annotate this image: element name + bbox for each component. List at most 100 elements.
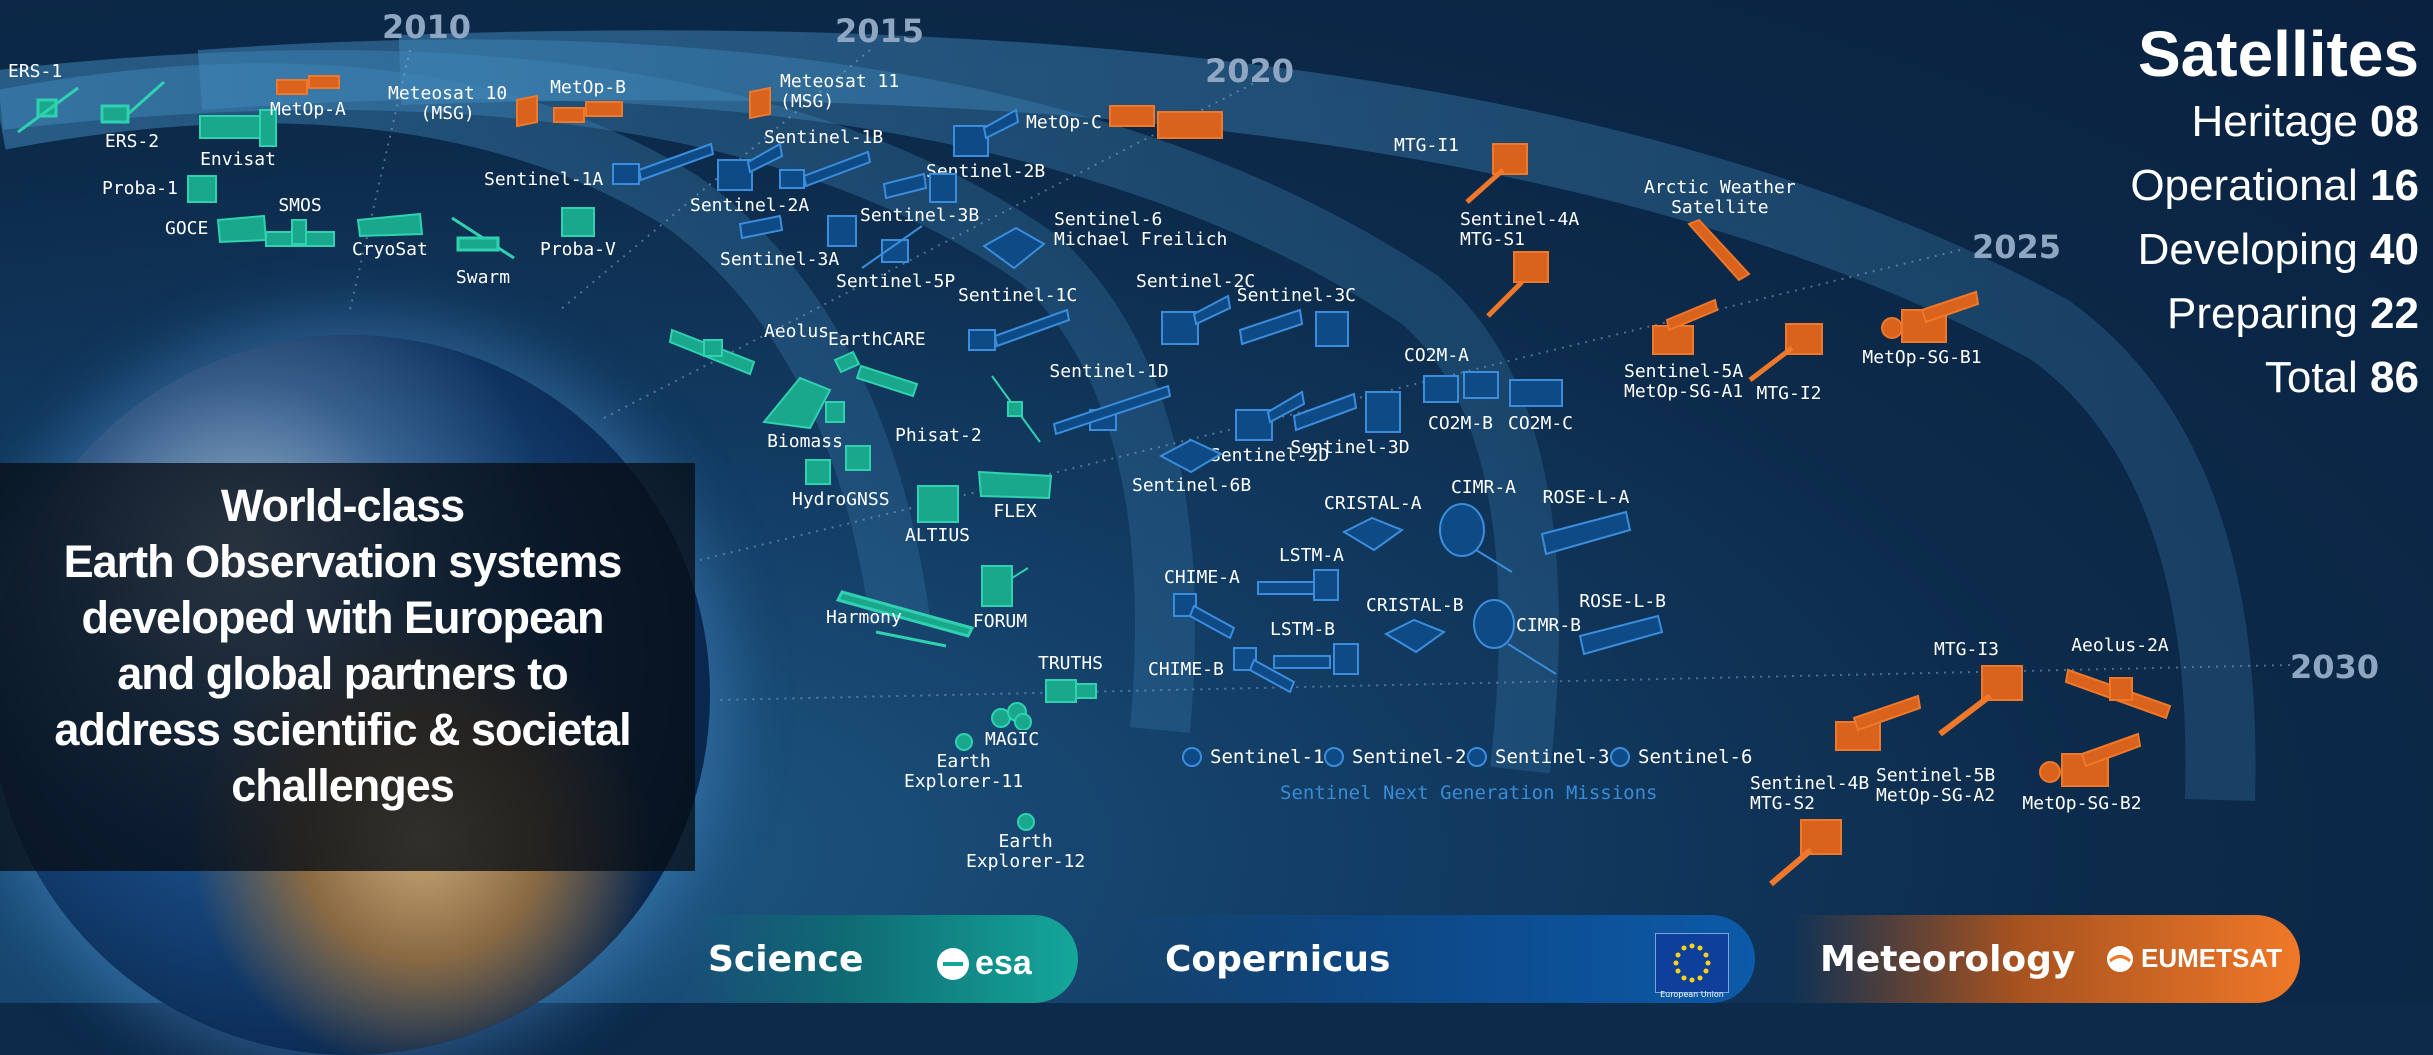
stats-title: Satellites (2137, 18, 2419, 90)
stats-label: Developing (2137, 225, 2358, 274)
satellite-icon (356, 212, 424, 238)
sat-label: Sentinel-3B (860, 205, 980, 226)
sat-label: Sentinel-3A (720, 249, 840, 270)
legend-dot-icon (1324, 747, 1344, 767)
satellite-icon (1687, 218, 1751, 282)
satellite-icon (199, 109, 277, 147)
stats-label: Operational (2130, 161, 2358, 210)
sat-label: EarthCARE (828, 329, 926, 350)
sat-meteosat11: Meteosat 11 (MSG) (746, 72, 899, 120)
year-2030: 2030 (2290, 648, 2380, 686)
stats-label: Heritage (2191, 97, 2358, 146)
ng-legend-item: Sentinel-3 (1467, 746, 1609, 768)
sat-label: Sentinel-1D (1049, 361, 1169, 382)
sat-metopsgb2: MetOp-SG-B2 (2018, 730, 2146, 814)
sat-label: GOCE (165, 218, 209, 239)
legend-label: Sentinel-1 (1210, 746, 1325, 768)
satellite-icon (952, 108, 1019, 157)
sat-label: CO2M-C (1508, 413, 1574, 434)
satellite-icon (1160, 294, 1231, 345)
satellite-icon (835, 590, 975, 648)
satellite-icon (1768, 819, 1842, 887)
sat-s6b: Sentinel-6B (1132, 436, 1251, 496)
eumetsat-logo: EUMETSAT (2105, 943, 2282, 974)
sat-proba1: Proba-1 (102, 172, 220, 206)
satellite-icon (1465, 143, 1529, 204)
sat-aeolus2a: Aeolus-2A (2064, 636, 2176, 722)
sat-cristalb: CRISTAL-B (1366, 596, 1464, 656)
satellite-icon (982, 226, 1046, 270)
stats-row: Preparing 22 (2130, 282, 2419, 346)
stats-value: 86 (2370, 353, 2419, 402)
sat-s3a: Sentinel-3A (720, 214, 860, 270)
satellite-icon (749, 86, 771, 120)
sat-label: Harmony (826, 607, 902, 628)
satellite-icon (1044, 679, 1097, 703)
sat-chimea: CHIME-A (1164, 568, 1240, 642)
sat-label: Meteosat 10 (388, 83, 508, 104)
sat-label: CryoSat (352, 239, 428, 260)
satellite-icon (612, 142, 715, 185)
satellite-icon (1257, 569, 1339, 601)
satellite-icon (1540, 510, 1632, 556)
eu-flag-icon (1655, 933, 1729, 993)
sat-magic: MAGIC (985, 700, 1039, 750)
sat-biomass: Biomass (760, 372, 850, 452)
ng-legend-item: Sentinel-1 (1182, 746, 1324, 768)
science-band: Science (690, 915, 1078, 1003)
satellite-icon (1383, 618, 1446, 654)
orbit-arcs (0, 30, 2291, 802)
sat-label: CIMR-B (1516, 615, 1582, 636)
sat-label: Proba-1 (102, 178, 178, 199)
satellite-icon (882, 172, 957, 203)
stats-value: 40 (2370, 225, 2419, 274)
legend-label: Sentinel-2 (1352, 746, 1467, 768)
satellite-icon (2064, 668, 2172, 720)
sat-label: MetOp-A (270, 99, 346, 120)
satellite-stats: Satellites Heritage 08 Operational 16 De… (2130, 18, 2419, 410)
satellite-icon (2039, 732, 2142, 787)
sat-s1a: Sentinel-1A (484, 140, 717, 190)
satellite-icon (265, 219, 335, 247)
satellite-icon (1651, 298, 1718, 355)
claim-line: Earth Observation systems (63, 536, 623, 587)
sat-s1c: Sentinel-1C (958, 286, 1077, 356)
sat-label: Earth (936, 751, 991, 772)
sat-aeolus: Aeolus (668, 322, 829, 378)
stats-row: Developing 40 (2130, 218, 2419, 282)
sat-label: Explorer-11 (904, 771, 1024, 792)
orbit-arc-4 (398, 30, 2256, 802)
sat-label: ALTIUS (905, 525, 971, 546)
satellite-icon (1158, 438, 1223, 474)
sat-label: (MSG) (420, 103, 475, 124)
claim-backdrop (0, 463, 695, 871)
claim-line: and global partners to (117, 648, 569, 699)
sat-s5b (1828, 692, 1924, 758)
sat-label: Sentinel-1A (484, 169, 604, 190)
sat-label: Swarm (455, 267, 511, 288)
sat-label: Sentinel-6B (1132, 475, 1252, 496)
sat-label: Envisat (200, 149, 276, 170)
year-ray-2015 (559, 49, 871, 311)
satellite-icon (275, 75, 340, 95)
sat-roselb: ROSE-L-B (1576, 592, 1666, 658)
satellite-icon (1423, 371, 1563, 407)
satellite-icon (1173, 593, 1236, 640)
copernicus-band-label: Copernicus (1165, 938, 1391, 980)
satellite-icon (1238, 308, 1349, 347)
sat-aws: Arctic Weather Satellite (1644, 178, 1796, 282)
sat-label: Arctic Weather (1644, 177, 1796, 198)
sat-chimeb: CHIME-B (1148, 644, 1298, 696)
satellite-icon (1439, 503, 1513, 573)
sat-label: Michael Freilich (1054, 229, 1228, 250)
satellite-icon (977, 470, 1053, 500)
sat-cristala: CRISTAL-A (1324, 494, 1422, 554)
satellite-icon (804, 445, 871, 485)
sat-label: ROSE-L-A (1542, 487, 1630, 508)
sat-hydrognss: HydroGNSS (792, 440, 890, 510)
eumetsat-emblem-icon (2107, 945, 2133, 972)
sat-label: Meteosat 11 (780, 71, 900, 92)
sat-mtgi3: MTG-I3 (1934, 640, 2040, 740)
sat-smos: SMOS (262, 196, 338, 252)
sat-co2mc: CO2M-C (1508, 414, 1573, 434)
